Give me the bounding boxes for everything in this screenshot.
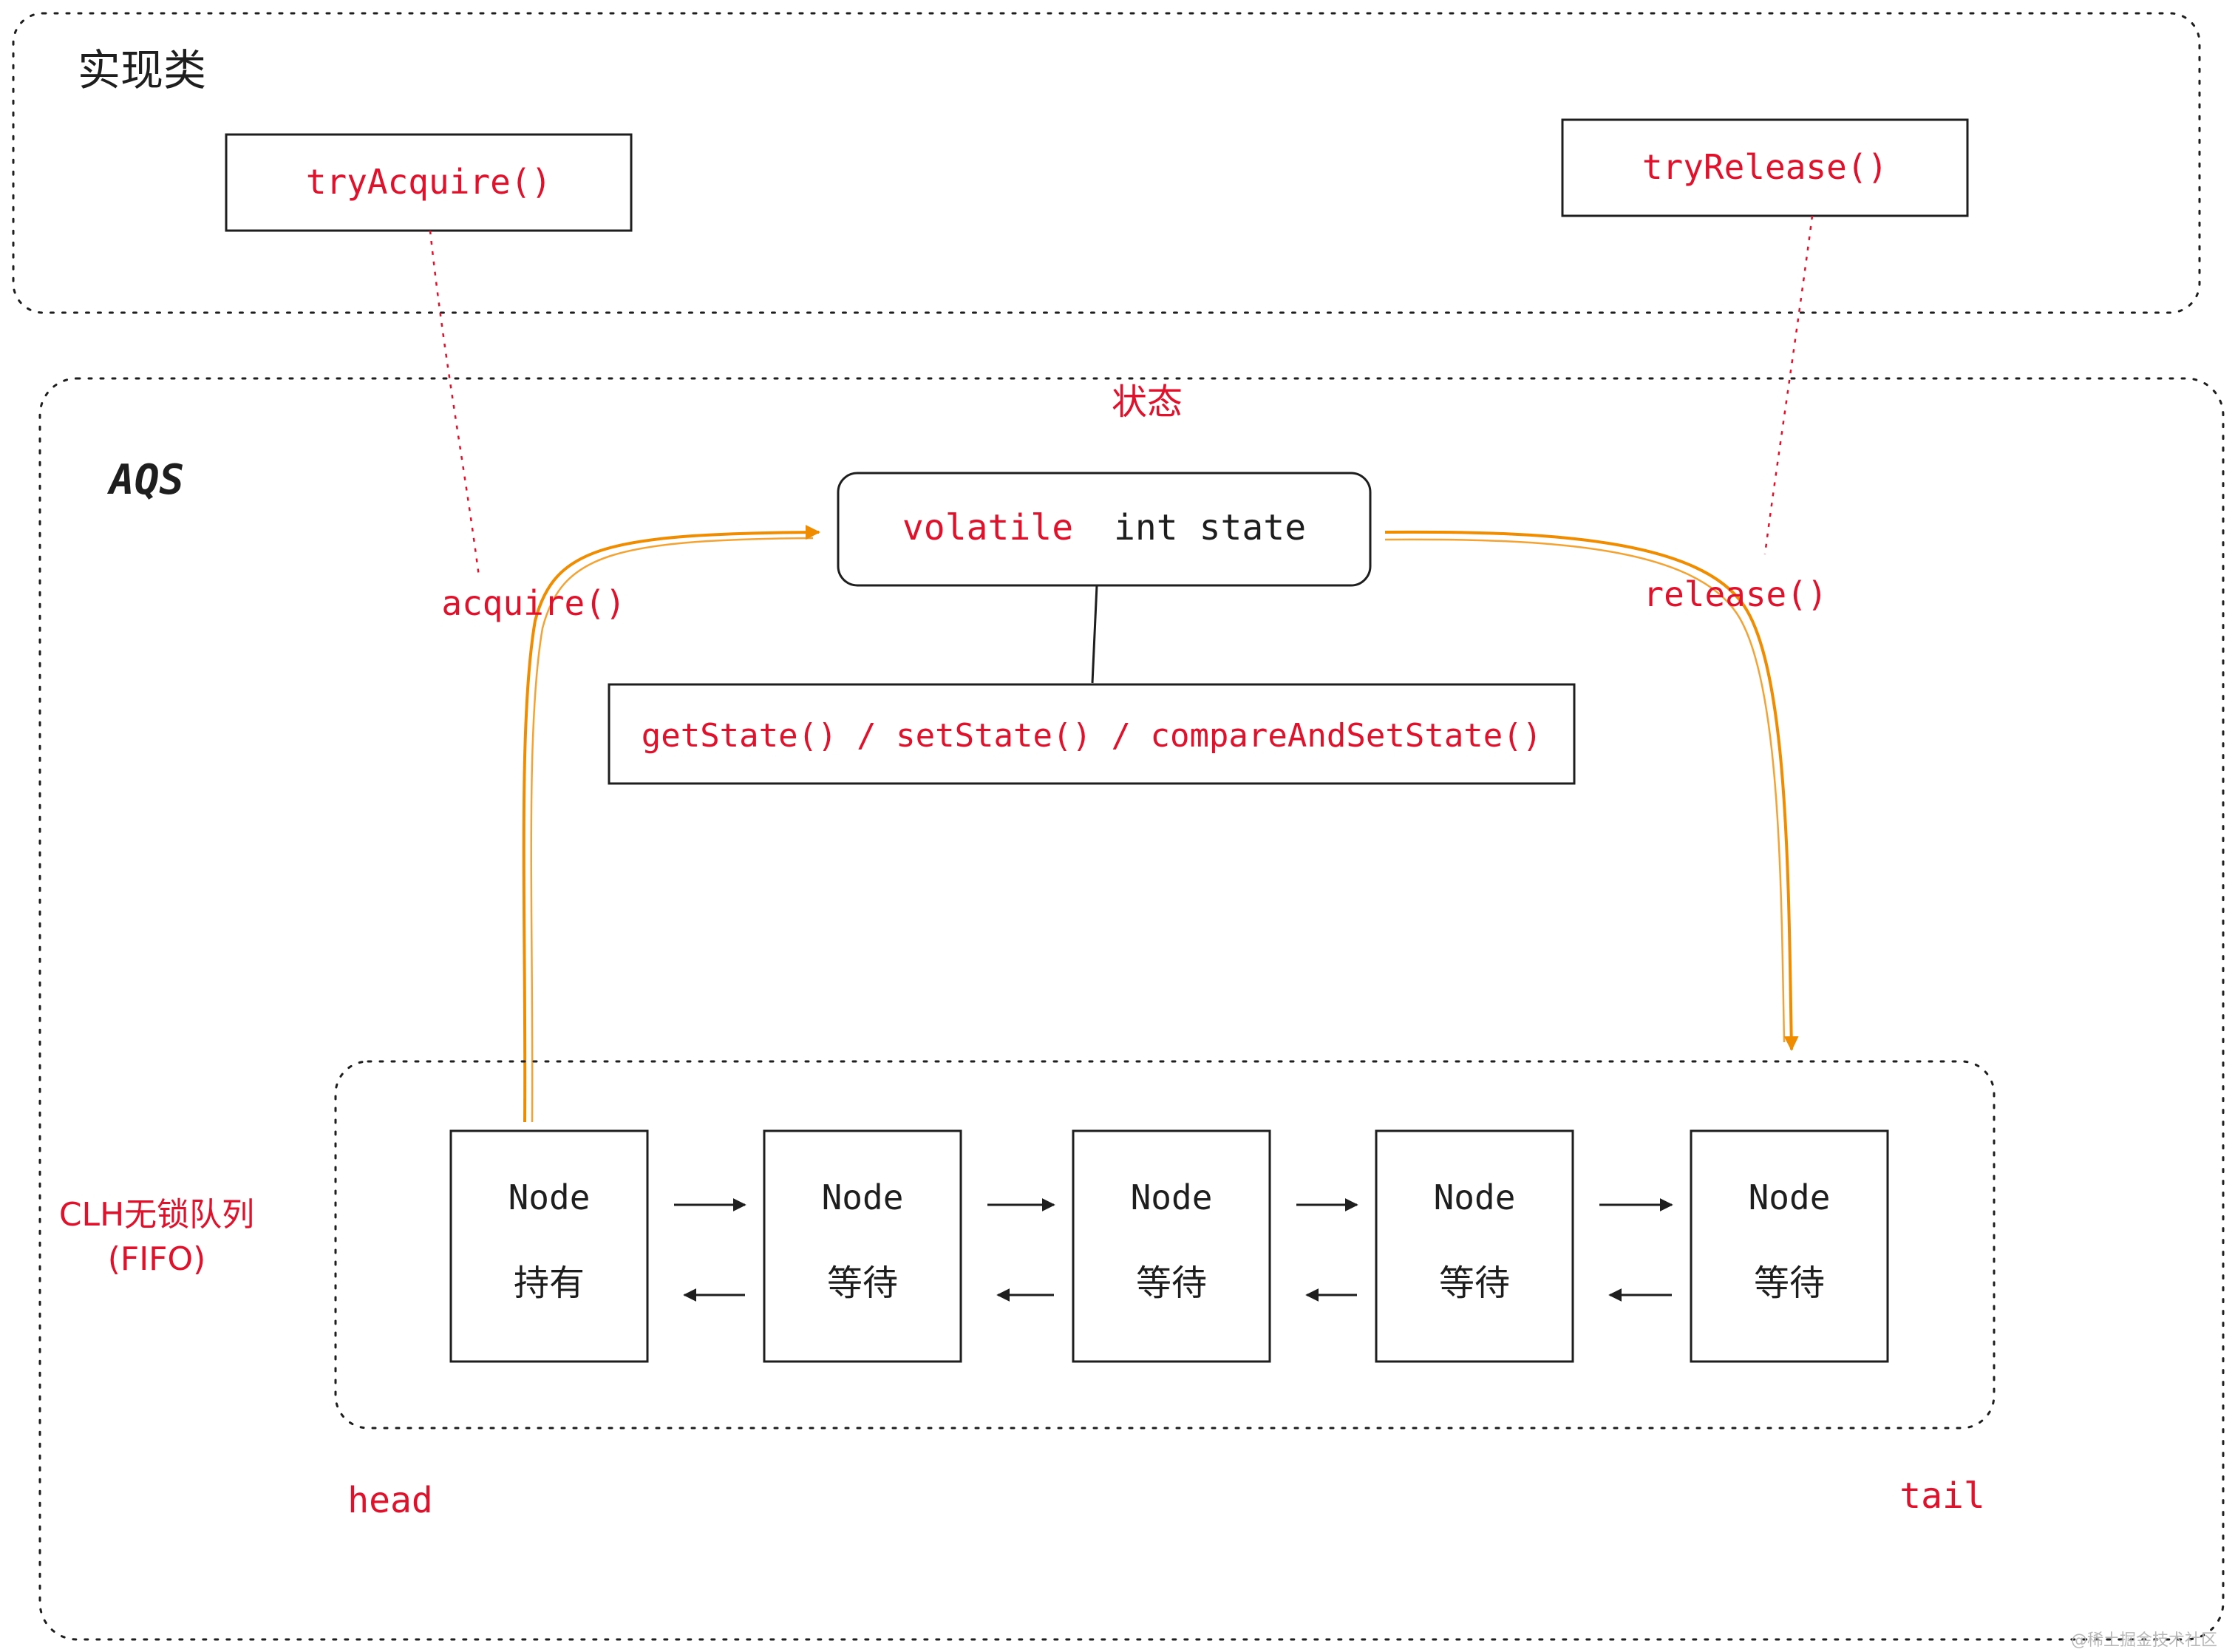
- acquire-arrow: [522, 525, 820, 1123]
- state-methods-label: getState() / setState() / compareAndSetS…: [642, 717, 1542, 755]
- aqs-container: [38, 377, 2225, 1641]
- acquire-label: acquire(): [441, 583, 625, 623]
- release-label: release(): [1643, 574, 1827, 614]
- queue-node: Node 等待: [763, 1129, 962, 1363]
- try-release-box: tryRelease(): [1561, 118, 1969, 217]
- queue-node-status: 等待: [1439, 1262, 1510, 1304]
- queue-node: Node 等待: [1375, 1129, 1574, 1363]
- queue-links: [674, 1198, 1673, 1302]
- impl-class-container: [12, 12, 2201, 314]
- queue-node: Node 等待: [1690, 1129, 1889, 1363]
- queue-node-status: 等待: [1136, 1262, 1207, 1304]
- queue-node-box: [1072, 1129, 1271, 1363]
- queue-label-line2: (FIFO): [108, 1240, 206, 1278]
- svg-text:volatile int state: volatile int state: [902, 507, 1306, 548]
- state-box: volatile int state: [837, 472, 1372, 587]
- queue-node-status: 持有: [514, 1262, 585, 1304]
- clh-queue: CLH无锁队列 (FIFO) Node持有Node等待Node等待Node等待N…: [59, 1060, 1996, 1521]
- tail-label: tail: [1899, 1475, 1985, 1517]
- state-caption: 状态: [1112, 381, 1183, 423]
- queue-node-title: Node: [1749, 1177, 1831, 1217]
- try-acquire-link: [429, 230, 480, 577]
- state-methods-box: getState() / setState() / compareAndSetS…: [608, 683, 1576, 785]
- queue-node-box: [449, 1129, 649, 1363]
- head-label: head: [347, 1480, 433, 1521]
- queue-node-box: [763, 1129, 962, 1363]
- try-release-label: tryRelease(): [1642, 147, 1888, 187]
- aqs-group: AQS 状态 volatile int state getState() / s…: [38, 215, 2225, 1641]
- try-release-link: [1763, 215, 1814, 555]
- queue-node-box: [1690, 1129, 1889, 1363]
- queue-node-status: 等待: [827, 1262, 898, 1304]
- release-arrow: [1384, 530, 1799, 1051]
- impl-class-group: 实现类 tryAcquire() tryRelease(): [12, 12, 2201, 314]
- queue-container: [334, 1060, 1996, 1430]
- queue-nodes: Node 持有 Node 等待 Node 等待 Node 等待 Node 等待: [449, 1129, 1889, 1363]
- impl-class-title: 实现类: [78, 45, 206, 95]
- state-keyword: volatile: [902, 507, 1073, 548]
- queue-node-title: Node: [1131, 1177, 1213, 1217]
- queue-node-title: Node: [1434, 1177, 1516, 1217]
- aqs-title: AQS: [106, 456, 184, 504]
- queue-node-title: Node: [508, 1177, 591, 1217]
- queue-node-box: [1375, 1129, 1574, 1363]
- watermark: @稀土掘金技术社区: [2071, 1631, 2217, 1650]
- queue-node-title: Node: [822, 1177, 904, 1217]
- try-acquire-label: tryAcquire(): [306, 162, 551, 202]
- queue-node-status: 等待: [1754, 1262, 1825, 1304]
- state-connector: [1091, 585, 1098, 684]
- queue-label-line1: CLH无锁队列: [59, 1196, 254, 1234]
- queue-node: Node 等待: [1072, 1129, 1271, 1363]
- try-acquire-box: tryAcquire(): [225, 133, 633, 232]
- state-declaration: int state: [1114, 507, 1306, 548]
- queue-node: Node 持有: [449, 1129, 649, 1363]
